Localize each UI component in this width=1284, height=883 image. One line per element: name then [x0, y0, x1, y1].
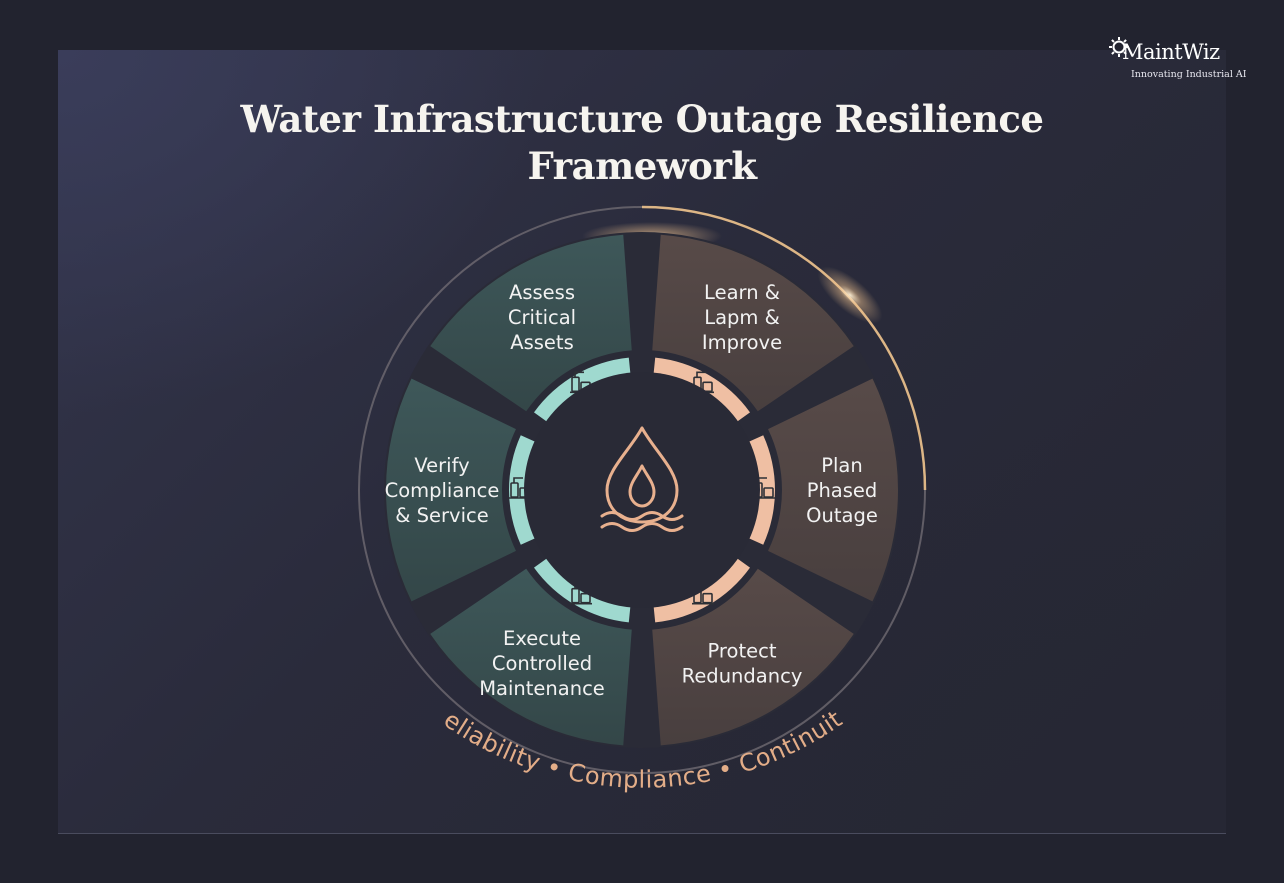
water-drop-waves-icon — [600, 426, 684, 532]
segment-execute — [430, 568, 632, 746]
segment-label-line: Phased — [807, 479, 878, 502]
page-title: Water Infrastructure Outage Resilience F… — [0, 96, 1284, 190]
segment-label-line: Verify — [414, 454, 469, 477]
segment-label-line: Outage — [806, 504, 878, 527]
segment-label-learn: Learn &Lapm &Improve — [702, 281, 782, 354]
segment-label-line: & Service — [395, 504, 488, 527]
segment-label-line: Execute — [503, 627, 581, 650]
segment-label-line: Redundancy — [682, 665, 803, 688]
segment-label-line: Plan — [821, 454, 863, 477]
segment-label-line: Learn & — [704, 281, 780, 304]
segment-label-line: Controlled — [492, 652, 592, 675]
segment-assess — [430, 234, 632, 412]
title-line-1: Water Infrastructure Outage Resilience — [240, 97, 1044, 141]
brand-tagline: Innovating Industrial AI — [1131, 69, 1247, 80]
segment-label-line: Assets — [510, 331, 573, 354]
segment-label-line: Improve — [702, 331, 782, 354]
gear-icon — [1109, 37, 1129, 57]
segment-plan — [768, 378, 898, 602]
title-line-2: Framework — [527, 144, 757, 188]
segment-label-line: Critical — [508, 306, 576, 329]
segment-learn — [652, 234, 854, 412]
segment-verify — [385, 378, 516, 602]
brand-name: MaintWiz — [1122, 40, 1220, 64]
center-hub — [524, 372, 760, 608]
segment-label-line: Assess — [509, 281, 575, 304]
segment-protect — [652, 568, 854, 746]
segment-label-line: Compliance — [385, 479, 500, 502]
right-light-glow — [817, 266, 883, 324]
segment-label-line: Maintenance — [479, 677, 605, 700]
brand-logo: MaintWiz Innovating Industrial AI — [1108, 34, 1253, 84]
segment-label-line: Lapm & — [704, 306, 780, 329]
segment-label-line: Protect — [708, 640, 777, 663]
